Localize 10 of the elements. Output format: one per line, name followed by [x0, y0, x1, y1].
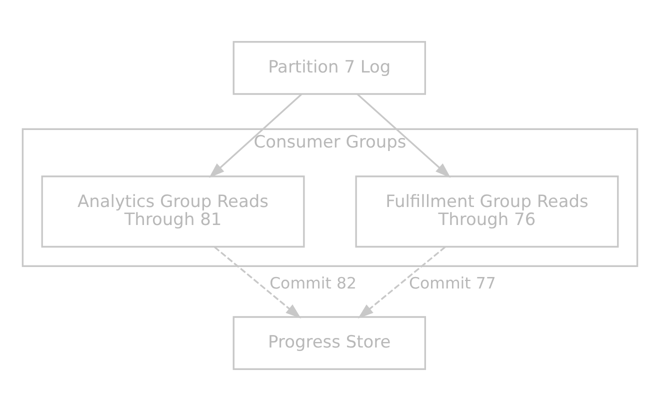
edge-label: Commit 82	[270, 272, 356, 292]
arrow	[209, 92, 302, 178]
arrow	[356, 92, 451, 178]
node-box: Analytics Group Reads Through 81	[41, 175, 305, 248]
node-box: Progress Store	[232, 316, 426, 370]
arrow	[358, 246, 446, 318]
arrow	[214, 246, 302, 318]
edge-label: Commit 77	[408, 272, 496, 292]
node-box: Fulfillment Group Reads Through 76	[355, 175, 619, 248]
node-box: Partition 7 Log	[232, 40, 426, 94]
